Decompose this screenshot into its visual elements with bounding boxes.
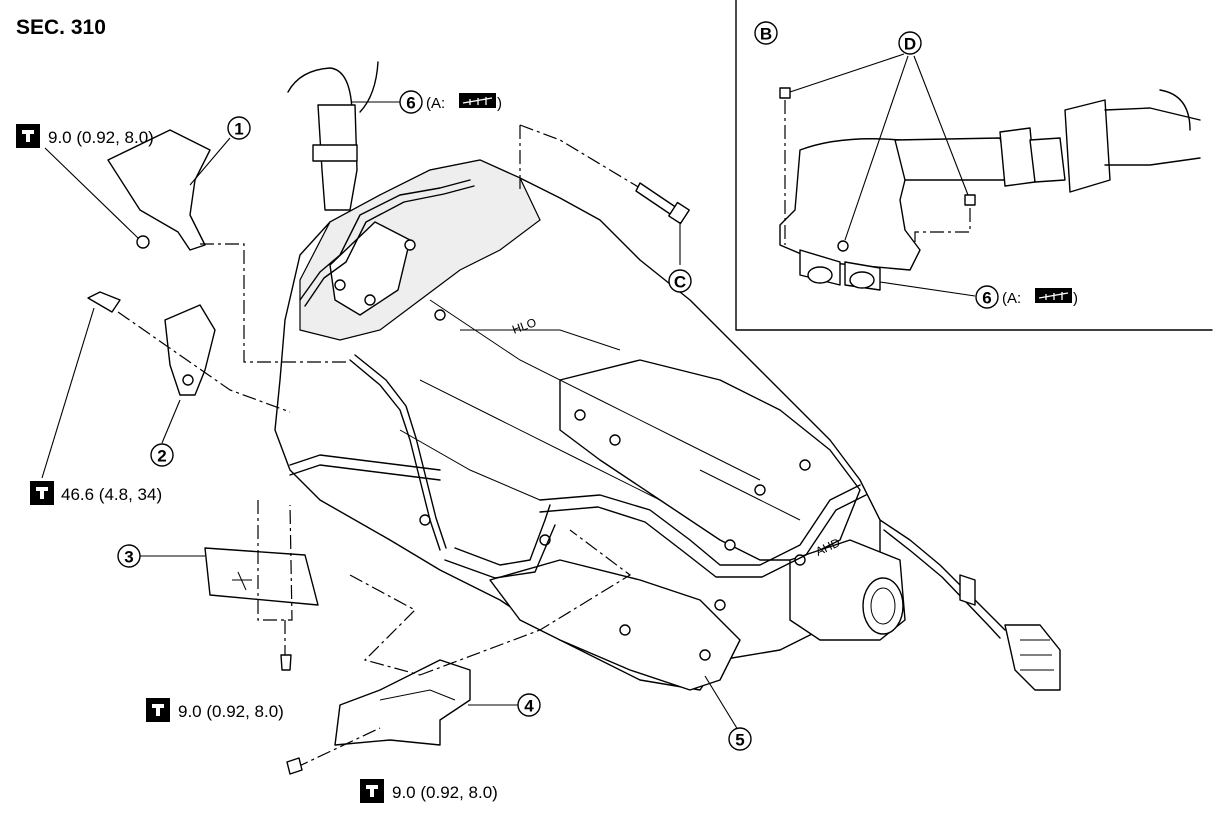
part-1-bracket xyxy=(44,129,350,363)
section-title: SEC. 310 xyxy=(16,16,106,39)
svg-text:B: B xyxy=(760,25,772,44)
svg-text:C: C xyxy=(674,273,686,292)
ref-b: B xyxy=(754,21,778,45)
svg-text:1: 1 xyxy=(234,120,243,139)
bolt-c xyxy=(519,124,690,265)
callout-6-inset: 6 (A: ) xyxy=(975,285,1078,309)
torque-spec-4: 9.0 (0.92, 8.0) xyxy=(360,779,498,803)
torque-spec-2: 46.6 (4.8, 34) xyxy=(30,481,162,505)
svg-text:3: 3 xyxy=(124,548,133,567)
callout-6-top: 6 (A: ) xyxy=(399,90,502,114)
svg-text:4: 4 xyxy=(524,697,534,716)
part-3-cover xyxy=(140,500,319,671)
svg-text:(A:: (A: xyxy=(426,95,445,112)
torque-value: 9.0 (0.92, 8.0) xyxy=(392,783,498,802)
cooler-hose-top xyxy=(287,61,379,211)
callout-5: 5 xyxy=(728,727,752,751)
ref-c: C xyxy=(668,269,692,293)
svg-text:6: 6 xyxy=(406,94,415,113)
inset-b-detail xyxy=(779,53,1201,297)
part-2-bracket xyxy=(41,291,291,479)
torque-spec-3: 9.0 (0.92, 8.0) xyxy=(146,698,284,722)
callout-2: 2 xyxy=(150,443,174,467)
transmission-assembly: HLO AHD xyxy=(274,159,1061,691)
torque-spec-1: 9.0 (0.92, 8.0) xyxy=(16,124,154,148)
torque-value: 9.0 (0.92, 8.0) xyxy=(178,702,284,721)
torque-value: 46.6 (4.8, 34) xyxy=(61,485,162,504)
callout-3: 3 xyxy=(117,544,141,568)
part-5-leader xyxy=(704,675,739,731)
callout-1: 1 xyxy=(227,116,251,140)
svg-text:6: 6 xyxy=(982,289,991,308)
svg-text:): ) xyxy=(1073,290,1078,307)
svg-text:5: 5 xyxy=(735,731,744,750)
torque-value: 9.0 (0.92, 8.0) xyxy=(48,128,154,147)
svg-text:(A:: (A: xyxy=(1002,290,1021,307)
ref-d: D xyxy=(898,31,922,55)
callout-4: 4 xyxy=(517,693,541,717)
svg-text:2: 2 xyxy=(157,447,166,466)
svg-text:): ) xyxy=(497,95,502,112)
inset-frame xyxy=(735,0,1213,331)
part-4-guard xyxy=(286,529,632,775)
svg-text:D: D xyxy=(904,35,916,54)
